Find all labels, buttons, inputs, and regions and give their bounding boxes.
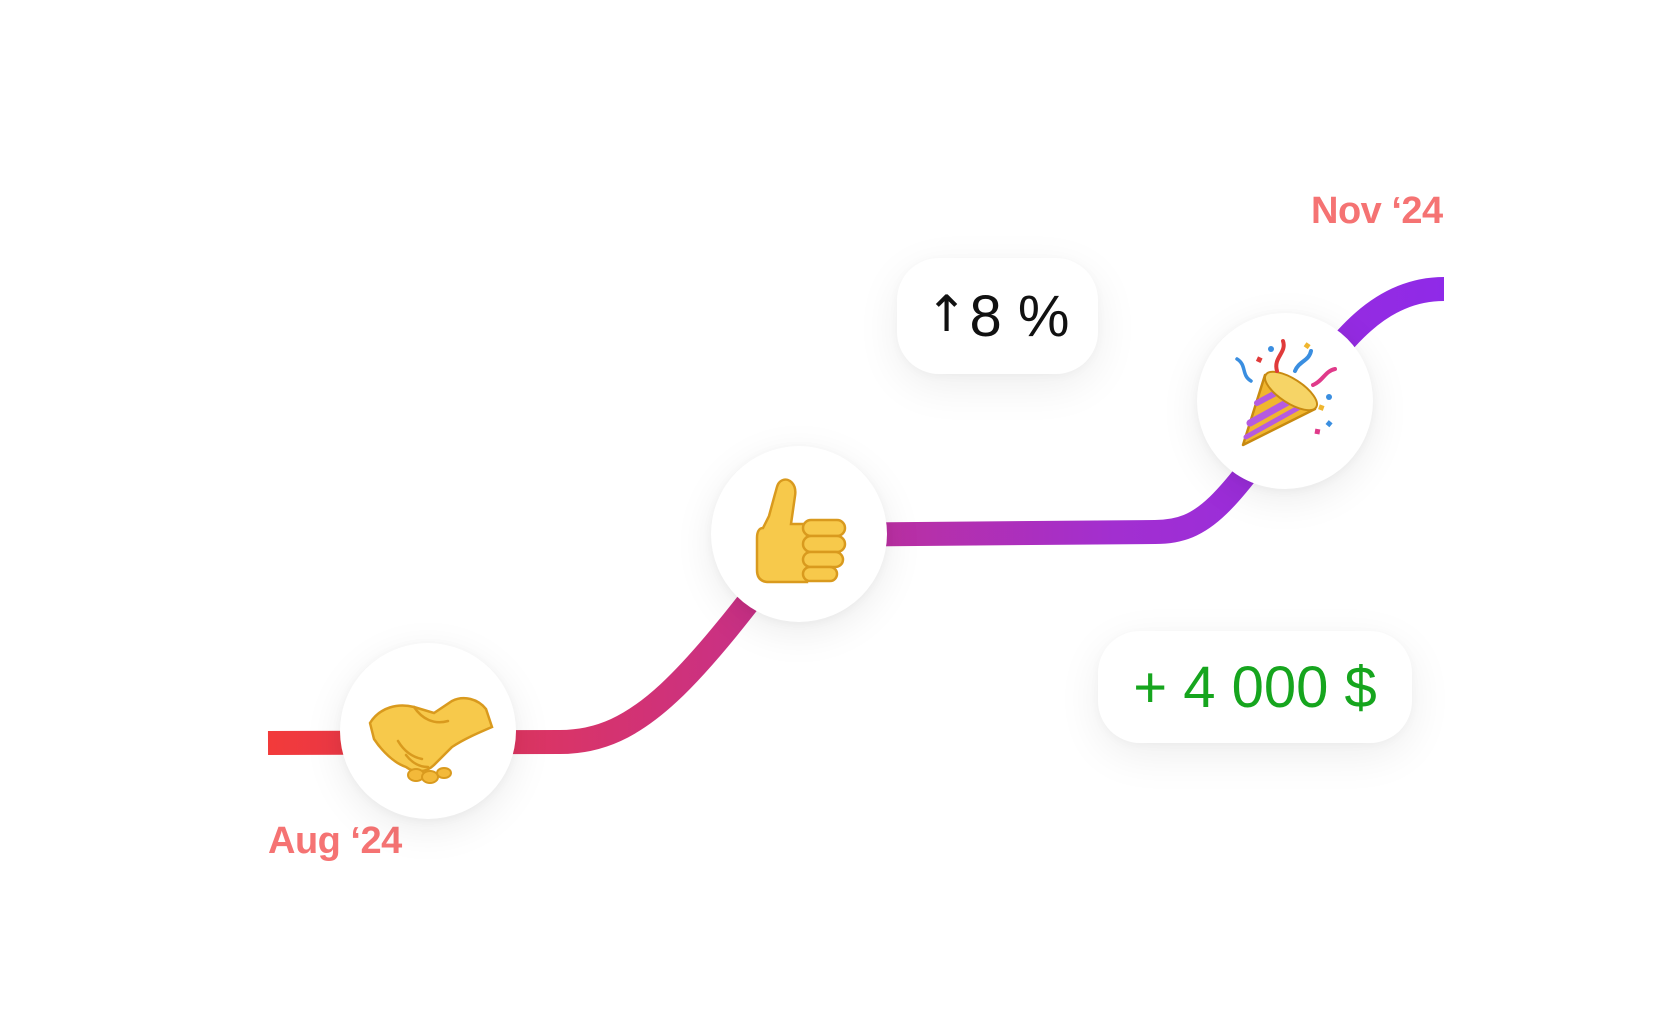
growth-stat-card: ↑8 %	[897, 258, 1098, 374]
arrow-up-icon: ↑	[925, 285, 968, 343]
thumbs-up-icon	[755, 478, 847, 584]
milestone-thumbs-up	[711, 446, 887, 622]
start-date-label: Aug ‘24	[268, 820, 402, 862]
handshake-icon	[368, 697, 494, 784]
revenue-stat-card: + 4 000 $	[1098, 631, 1412, 743]
revenue-value: + 4 000 $	[1133, 654, 1377, 720]
timeline-path	[267, 277, 1445, 755]
growth-value: 8 %	[969, 283, 1070, 349]
milestone-party-popper	[1197, 313, 1373, 489]
party-popper-icon	[1235, 339, 1337, 447]
end-date-label: Nov ‘24	[1311, 190, 1443, 232]
milestone-handshake	[340, 643, 516, 819]
